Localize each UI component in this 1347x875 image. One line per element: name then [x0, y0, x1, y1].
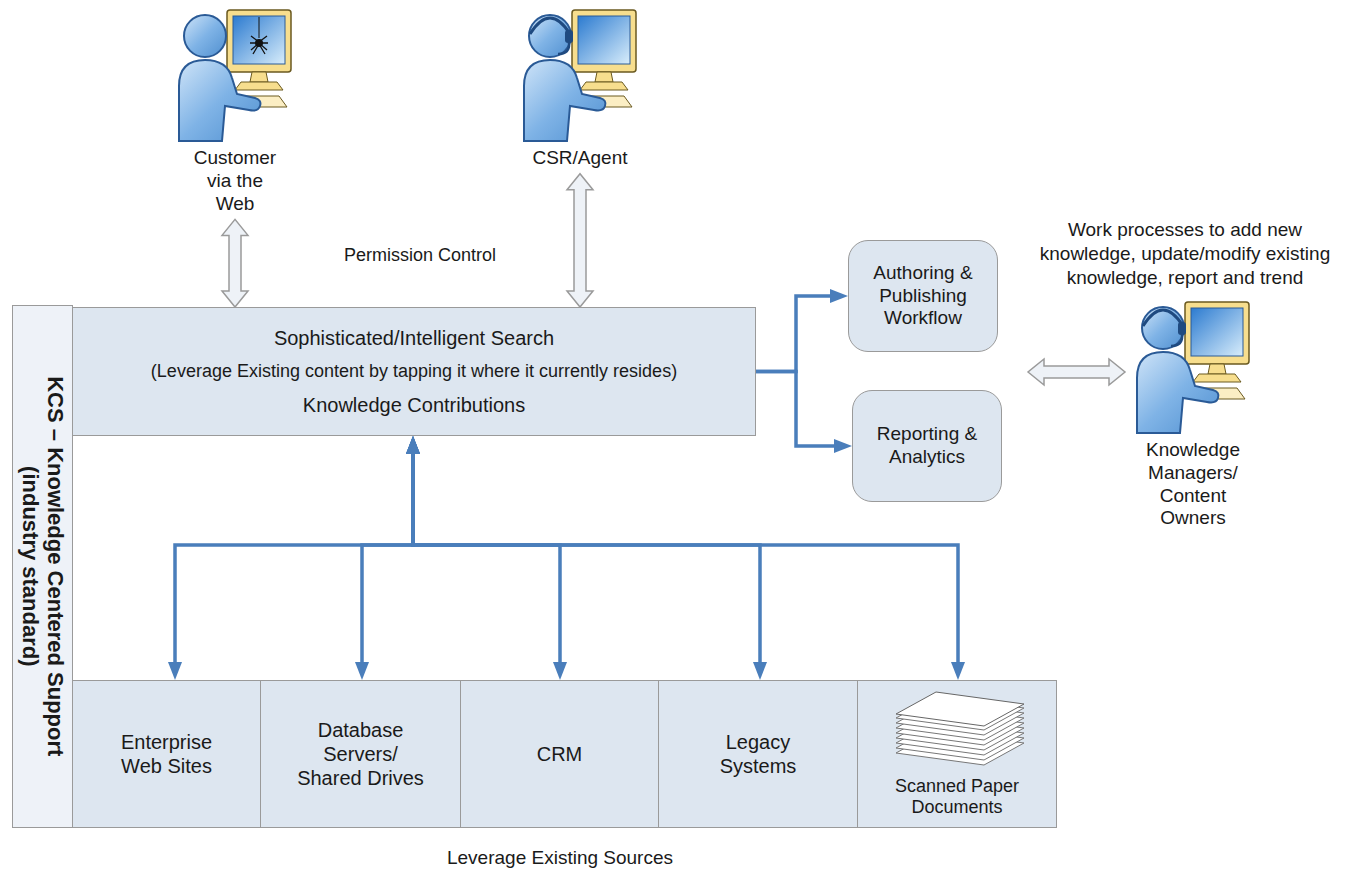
kcs-band: KCS – Knowledge Centered Support (indust…	[12, 305, 73, 828]
permission-label: Permission Control	[330, 244, 510, 267]
monitor-screen	[1191, 308, 1243, 356]
node-title: Customer via the Web	[188, 147, 283, 215]
node-title: Database Servers/ Shared Drives	[293, 718, 428, 790]
node-text: (Leverage Existing content by tapping it…	[151, 361, 677, 383]
node-title: CRM	[537, 742, 583, 766]
double-arrow	[1028, 359, 1125, 385]
person-head	[184, 15, 226, 57]
monitor-stand	[1208, 364, 1226, 374]
monitor-base	[235, 82, 283, 90]
headset-band	[530, 18, 570, 34]
headset-mic	[558, 43, 569, 54]
monitor-stand	[595, 72, 613, 82]
node-title: Enterprise Web Sites	[107, 730, 227, 778]
search-box: Sophisticated/Intelligent Search (Leverag…	[72, 307, 756, 436]
flow-arrow	[413, 441, 560, 675]
node-title: Reporting & Analytics	[862, 423, 992, 469]
monitor-frame	[572, 10, 636, 72]
workflow-box: Authoring & Publishing Workflow	[848, 240, 998, 352]
flow-arrow	[362, 441, 413, 675]
headset-ear	[565, 30, 573, 43]
monitor-frame	[227, 10, 291, 72]
person-body	[1137, 352, 1218, 433]
source-box: CRM	[460, 680, 659, 828]
double-arrow	[567, 174, 593, 307]
flow-arrow	[756, 296, 843, 372]
paper-stack-illustration	[888, 691, 1028, 769]
source-box: Scanned Paper Documents	[857, 680, 1057, 828]
headset-band	[1143, 310, 1183, 326]
node-title: Legacy Systems	[708, 730, 808, 778]
manager-icon-node: Knowledge Managers/ Content Owners	[1128, 300, 1258, 530]
flow-arrow	[756, 372, 847, 447]
node-title: Authoring & Publishing Workflow	[858, 262, 988, 330]
monitor-screen	[578, 16, 630, 64]
person-body	[179, 60, 260, 141]
agent-icon-node: CSR/Agent	[520, 8, 640, 170]
headset-mic	[1171, 335, 1182, 346]
node-title: Scanned Paper Documents	[872, 776, 1042, 819]
person-head	[1142, 307, 1184, 349]
node-title: Sophisticated/Intelligent Search	[274, 326, 554, 350]
spider-body	[255, 39, 263, 47]
monitor-screen	[233, 16, 285, 64]
source-box: Enterprise Web Sites	[72, 680, 261, 828]
monitor-base	[580, 82, 628, 90]
monitor-base	[1193, 374, 1241, 382]
node-title: Knowledge Managers/ Content Owners	[1138, 439, 1248, 530]
process-note: Work processes to add new knowledge, upd…	[1030, 218, 1340, 289]
agent-icon	[520, 8, 640, 143]
headset-ear	[1178, 322, 1186, 335]
source-box: Legacy Systems	[658, 680, 858, 828]
person-body	[524, 60, 605, 141]
paper-sheet	[896, 692, 1024, 726]
analytics-box: Reporting & Analytics	[852, 390, 1002, 502]
node-title: KCS – Knowledge Centered Support (indust…	[17, 336, 68, 796]
double-arrow	[222, 219, 248, 307]
node-title: CSR/Agent	[532, 147, 627, 170]
flow-arrow	[175, 441, 413, 675]
manager-icon	[1133, 300, 1253, 435]
person-head	[529, 15, 571, 57]
sources-caption: Leverage Existing Sources	[395, 846, 725, 870]
customer-icon-node: Customer via the Web	[175, 8, 295, 215]
customer-icon	[175, 8, 295, 143]
source-box: Database Servers/ Shared Drives	[260, 680, 461, 828]
node-text: Knowledge Contributions	[303, 393, 525, 417]
spider-thread	[259, 17, 260, 38]
flow-arrow	[413, 441, 760, 675]
spider-legs	[250, 36, 268, 54]
monitor-stand	[250, 72, 268, 82]
monitor-frame	[1185, 302, 1249, 364]
